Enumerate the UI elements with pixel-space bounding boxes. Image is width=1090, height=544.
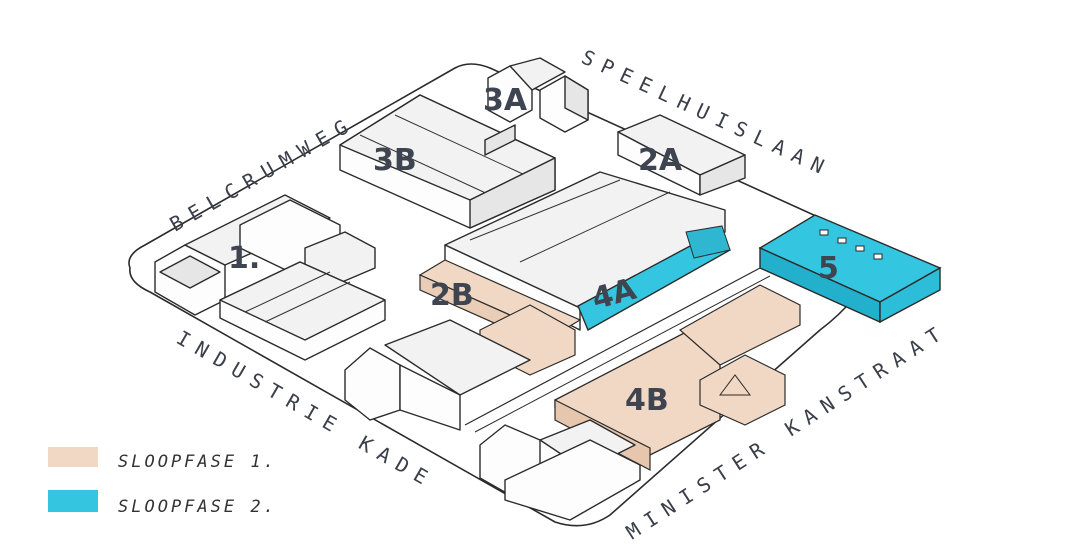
building-1 (154, 194, 386, 361)
building-3b (339, 94, 556, 229)
legend: SLOOPFASE 1. SLOOPFASE 2. (48, 447, 277, 517)
legend-label-phase2: SLOOPFASE 2. (118, 497, 277, 517)
building-2a (617, 114, 746, 196)
building-5-phase2 (758, 214, 942, 324)
inner-road-line-2 (474, 275, 771, 433)
building-4a-phase2 (577, 225, 731, 331)
legend-swatch-phase1 (48, 447, 98, 467)
label-2b: 2B (430, 278, 474, 313)
label-5: 5 (818, 251, 839, 286)
label-1: 1. (228, 241, 260, 276)
legend-label-phase1: SLOOPFASE 1. (118, 452, 277, 472)
label-3b: 3B (373, 143, 417, 178)
building-3a (487, 57, 589, 133)
label-4b: 4B (625, 383, 669, 418)
label-3a: 3A (483, 83, 528, 118)
legend-swatch-phase2 (48, 490, 98, 512)
bottom-houses (344, 319, 641, 521)
label-2a: 2A (638, 143, 683, 178)
inner-road-line (464, 267, 761, 426)
